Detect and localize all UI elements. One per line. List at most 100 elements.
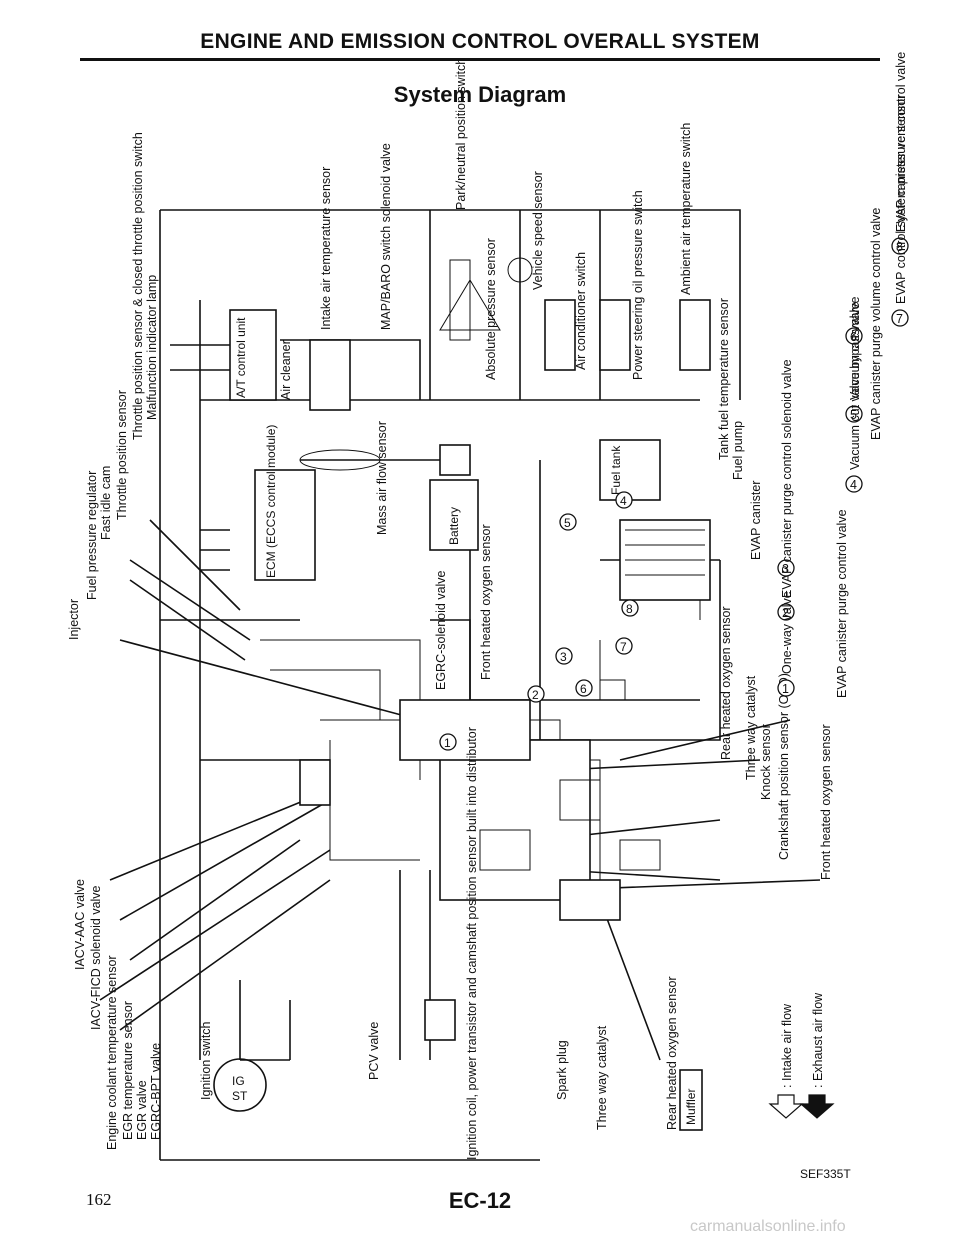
component-label: Front heated oxygen sensor xyxy=(819,724,833,880)
key-number: 1 xyxy=(782,682,789,696)
ecm-box xyxy=(254,469,316,581)
component-label: Rear heated oxygen sensor xyxy=(719,606,733,760)
component-label: EVAP canister xyxy=(749,481,763,560)
legend-label: : Intake air flow xyxy=(780,1003,794,1088)
exhaust-catalyst-box xyxy=(559,879,621,921)
component-label: Fuel pump xyxy=(731,421,745,480)
ignition-switch-circle xyxy=(213,1058,267,1112)
component-label: Air cleaner xyxy=(279,340,293,400)
component-label: Crankshaft position sensor (OBD) xyxy=(777,673,791,860)
left-page-number: 162 xyxy=(86,1190,112,1209)
at-control-unit-label: A/T control unit xyxy=(234,317,248,398)
key-number: 3 xyxy=(782,562,789,576)
mass-air-flow-sensor-box xyxy=(439,444,471,476)
diagram-callouts: 1 2 3 4 5 6 7 8 xyxy=(439,491,639,751)
component-label: Three way catalyst xyxy=(744,675,758,780)
callout-number: 5 xyxy=(564,516,571,530)
component-labels: Injector Fuel pressure regulator Fast id… xyxy=(67,58,833,1160)
component-label: EGRC-solenoid valve xyxy=(434,570,448,690)
key-number: 8 xyxy=(896,240,903,254)
component-label: PCV valve xyxy=(367,1022,381,1080)
key-number: 6 xyxy=(850,330,857,344)
key-label: EVAP canister purge control valve xyxy=(835,509,849,698)
component-label: Throttle position sensor & closed thrott… xyxy=(131,132,145,440)
component-label: Engine coolant temperature sensor xyxy=(105,955,119,1150)
callout-number: 4 xyxy=(620,494,627,508)
component-label: Throttle position sensor xyxy=(115,390,129,520)
component-label: Three way catalyst xyxy=(595,1025,609,1130)
watermark: carmanualsonline.info xyxy=(690,1218,846,1235)
component-label: IACV-AAC valve xyxy=(73,879,87,970)
exhaust-air-flow-icon xyxy=(799,1094,835,1119)
wiring-lines xyxy=(99,209,821,1161)
component-label: Front heated oxygen sensor xyxy=(479,524,493,680)
battery-label: Battery xyxy=(447,507,461,545)
parts-key: 1 One-way valve 2 EVAP canister purge co… xyxy=(777,52,909,698)
component-label: Rear heated oxygen sensor xyxy=(665,976,679,1130)
component-label: EGR valve xyxy=(135,1080,149,1140)
muffler-label: Muffler xyxy=(684,1089,698,1125)
ambient-switch-box xyxy=(679,299,711,371)
callout-number: 7 xyxy=(620,640,627,654)
key-label: Vacuum cut valve xyxy=(848,302,862,400)
ac-switch-box xyxy=(544,299,576,371)
component-label: Absolute pressure sensor xyxy=(484,238,498,380)
component-label: Tank fuel temperature sensor xyxy=(717,298,731,460)
component-label: Fast idle cam xyxy=(99,466,113,540)
component-label: MAP/BARO switch solenoid valve xyxy=(379,143,393,330)
key-number: 7 xyxy=(896,312,903,326)
component-details xyxy=(213,257,705,1112)
callout-number: 2 xyxy=(532,688,539,702)
component-label: Fuel pressure regulator xyxy=(85,471,99,600)
manifold-box xyxy=(399,699,531,761)
st-label: ST xyxy=(232,1089,248,1103)
component-label: Malfunction indicator lamp xyxy=(145,275,159,420)
callout-number: 6 xyxy=(580,682,587,696)
key-label: EVAP canister purge control solenoid val… xyxy=(780,359,794,598)
at-control-unit-box xyxy=(229,309,277,401)
page-header: ENGINE AND EMISSION CONTROL OVERALL SYST… xyxy=(200,30,760,53)
throttle-body xyxy=(299,449,381,471)
header-rule xyxy=(80,58,880,61)
key-number: 2 xyxy=(782,606,789,620)
component-label: Ignition switch xyxy=(199,1021,213,1100)
component-label: EGR temperature sensor xyxy=(121,1001,135,1140)
component-label: Vehicle speed sensor xyxy=(531,171,545,290)
diagram-title: System Diagram xyxy=(393,82,567,107)
distributor-box xyxy=(424,999,456,1041)
component-label: Park/neutral position switch xyxy=(454,58,468,210)
intake-air-flow-icon xyxy=(768,1094,804,1119)
battery-box xyxy=(429,479,479,551)
component-label: Injector xyxy=(67,599,81,640)
key-label: EVAP canister purge volume control valve xyxy=(869,208,883,440)
component-label: IACV-FICD solenoid valve xyxy=(89,885,103,1030)
component-label: Knock sensor xyxy=(759,724,773,800)
rear-muffler-box xyxy=(679,1069,703,1131)
key-label: EVAP canister vent control valve xyxy=(894,52,908,232)
air-cleaner-box xyxy=(309,339,351,411)
component-label: Intake air temperature sensor xyxy=(319,167,333,330)
component-label: Mass air flow sensor xyxy=(375,421,389,535)
flow-legend: : Intake air flow : Exhaust air flow xyxy=(768,992,835,1119)
key-number: 5 xyxy=(850,408,857,422)
callout-number: 3 xyxy=(560,650,567,664)
egr-valve-box xyxy=(299,759,331,806)
box-text: A/T control unit ECM (ECCS control modul… xyxy=(232,317,698,1125)
component-label: Spark plug xyxy=(555,1040,569,1100)
component-boxes xyxy=(229,299,711,1131)
vehicle-speed-sensor xyxy=(507,257,533,283)
ig-label: IG xyxy=(232,1074,245,1088)
component-label: Ignition coil, power transistor and cams… xyxy=(465,727,479,1160)
fuel-tank-label: Fuel tank xyxy=(609,445,623,495)
component-label: Air conditioner switch xyxy=(574,252,588,370)
ps-switch-box xyxy=(599,299,631,371)
ecm-label: ECM (ECCS control module) xyxy=(264,425,278,578)
legend-label: : Exhaust air flow xyxy=(811,992,825,1088)
component-label: Power steering oil pressure switch xyxy=(631,190,645,380)
component-label: EGRC-BPT valve xyxy=(149,1043,163,1140)
callout-number: 8 xyxy=(626,602,633,616)
component-label: Ambient air temperature switch xyxy=(679,123,693,295)
callout-number: 1 xyxy=(444,736,451,750)
page-number: EC-12 xyxy=(448,1188,512,1213)
